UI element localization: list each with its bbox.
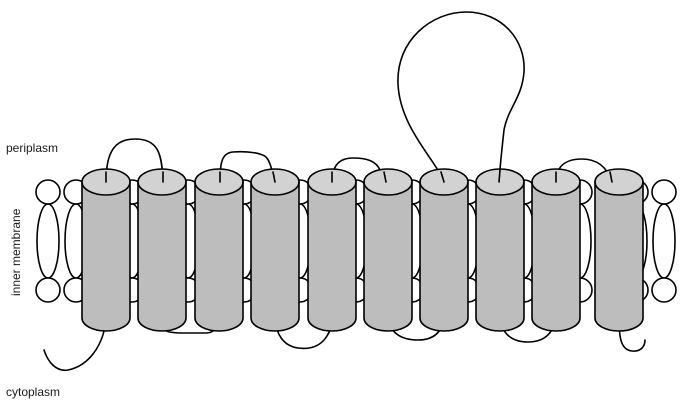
lipid-head-outer [652, 180, 676, 204]
lipid-head-inner [652, 278, 676, 302]
helix-body [82, 182, 130, 331]
helix-body [364, 182, 412, 331]
periplasm-label: periplasm [6, 141, 58, 155]
helix-body [532, 182, 580, 331]
transmembrane-helix-7 [420, 169, 468, 331]
lipid-tail [653, 204, 675, 278]
transmembrane-helix-3 [195, 169, 243, 331]
transmembrane-helix-2 [138, 169, 186, 331]
helix-body [476, 182, 524, 331]
transmembrane-helix-5 [308, 169, 356, 331]
transmembrane-helix-10 [595, 169, 643, 331]
helix-body [595, 182, 643, 331]
transmembrane-helix-4 [251, 169, 299, 331]
transmembrane-helix-9 [532, 169, 580, 331]
inner-membrane-label: inner membrane [9, 208, 23, 296]
helix-body [138, 182, 186, 331]
helix-cap [138, 169, 186, 195]
transmembrane-helix-1 [82, 169, 130, 331]
helix-cap [595, 169, 643, 195]
loop-entry [499, 170, 500, 182]
helix-body [420, 182, 468, 331]
periplasmic-loop-4 [398, 12, 524, 182]
helix-cap [195, 169, 243, 195]
lipid-head-inner [36, 278, 60, 302]
transmembrane-helix-8 [476, 169, 524, 331]
helix-body [195, 182, 243, 331]
helix-cap [364, 169, 412, 195]
lipid-head-outer [36, 180, 60, 204]
helix-body [308, 182, 356, 331]
lipid-tail [37, 204, 59, 278]
cytoplasm-label: cytoplasm [6, 385, 60, 399]
transmembrane-helix-6 [364, 169, 412, 331]
helix-body [251, 182, 299, 331]
